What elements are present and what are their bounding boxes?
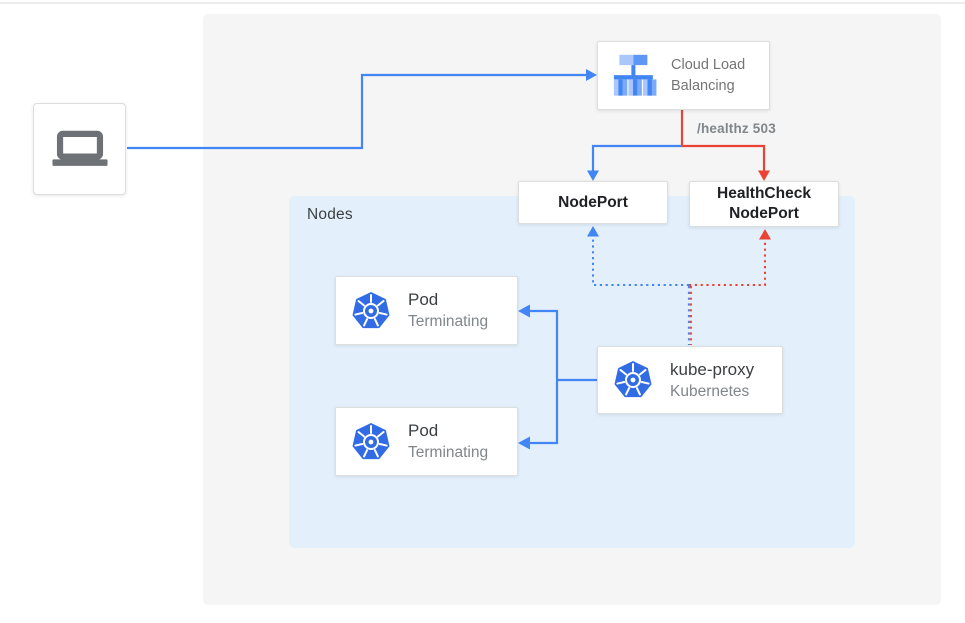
nodeport-label: NodePort (558, 193, 628, 211)
kubernetes-icon (352, 422, 390, 459)
pod-status: Terminating (408, 313, 489, 330)
laptop-icon (51, 130, 108, 166)
pod-title: Pod (408, 290, 439, 309)
clb-bottom-nodes (613, 79, 657, 96)
kube-proxy-title: kube-proxy (670, 359, 755, 379)
kubernetes-icon (614, 361, 652, 398)
kubernetes-icon (352, 291, 390, 328)
cloud-load-balancing-label: Cloud Load Balancing (671, 56, 746, 94)
healthz-status-label: /healthz 503 (697, 121, 776, 136)
kube-proxy-labels: kube-proxy Kubernetes (670, 359, 754, 402)
nodeport-node: NodePort (518, 181, 668, 224)
top-divider-line (0, 2, 965, 4)
nodes-group-label: Nodes (307, 206, 353, 223)
kube-proxy-subtitle: Kubernetes (670, 382, 750, 400)
healthcheck-nodeport-label: HealthCheck NodePort (717, 185, 811, 222)
pod-node-1: Pod Terminating (335, 276, 518, 345)
kube-proxy-node: kube-proxy Kubernetes (597, 346, 783, 414)
pod-labels: Pod Terminating (408, 420, 488, 463)
pod-node-2: Pod Terminating (335, 407, 518, 476)
pod-title: Pod (408, 421, 439, 440)
pod-status: Terminating (408, 444, 489, 461)
cloud-load-balancing-icon (613, 54, 657, 96)
healthcheck-nodeport-node: HealthCheck NodePort (689, 181, 839, 227)
cloud-load-balancing-node: Cloud Load Balancing (597, 41, 770, 110)
client-node (33, 103, 126, 195)
pod-labels: Pod Terminating (408, 289, 488, 332)
